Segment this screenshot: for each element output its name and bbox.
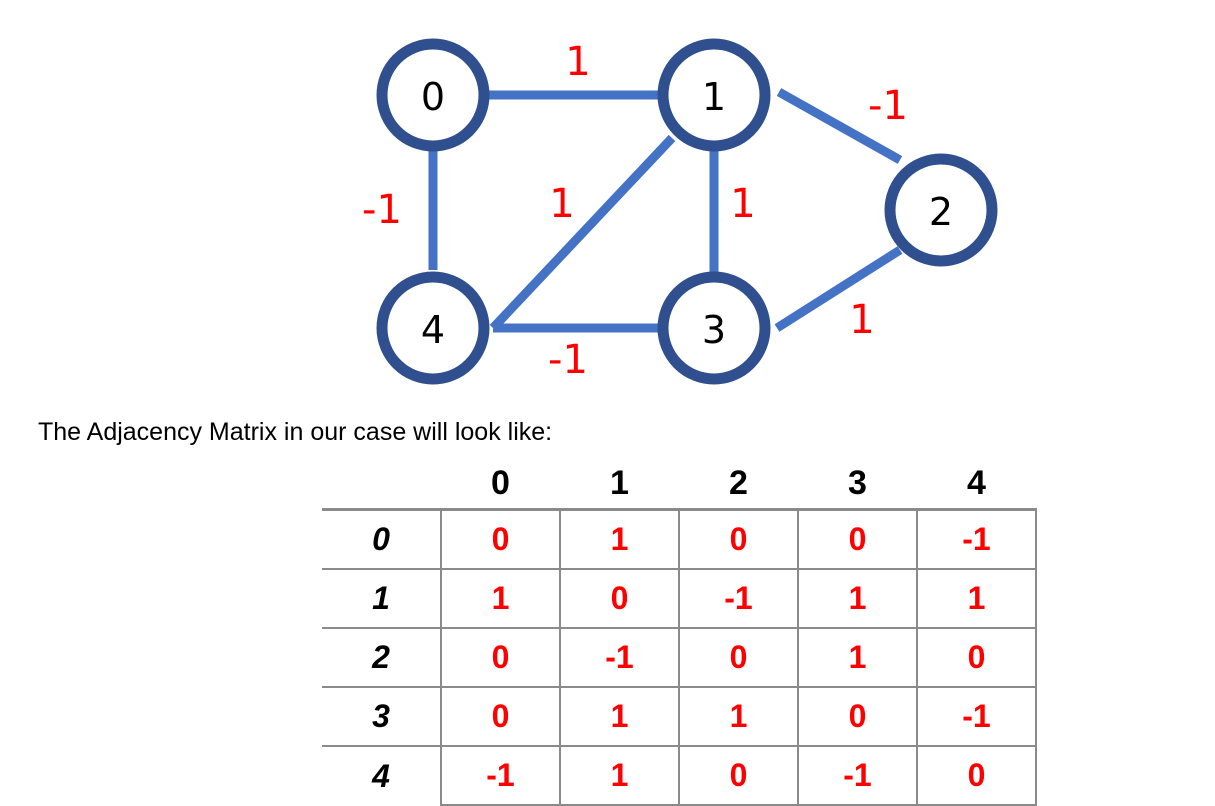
- matrix-row: 2 0 -1 0 1 0: [322, 627, 1037, 688]
- matrix-cell: 0: [559, 568, 680, 629]
- node-label: 2: [929, 190, 953, 234]
- matrix-cell: 0: [916, 745, 1037, 806]
- column-header: 4: [967, 463, 986, 502]
- node-label: 0: [421, 75, 445, 119]
- matrix-row: 3 0 1 1 0 -1: [322, 686, 1037, 747]
- matrix-cell: -1: [916, 508, 1037, 570]
- adjacency-matrix: 0 1 2 3 4 0 0 1 0 0 -1 1 1 0 -1 1 1 2 0 …: [322, 458, 1037, 806]
- column-header: 2: [729, 463, 748, 502]
- matrix-cell: 0: [440, 508, 561, 570]
- matrix-cell: -1: [678, 568, 799, 629]
- matrix-cell: 0: [440, 627, 561, 688]
- node-4: 4: [376, 271, 490, 385]
- matrix-cell: 0: [797, 686, 918, 747]
- matrix-cell: 1: [916, 568, 1037, 629]
- matrix-cell: -1: [797, 745, 918, 806]
- matrix-row: 0 0 1 0 0 -1: [322, 508, 1037, 570]
- edge-weight-label: 1: [549, 181, 574, 227]
- matrix-cell: -1: [559, 627, 680, 688]
- edge-3-2: [774, 246, 903, 332]
- matrix-cell: 0: [916, 627, 1037, 688]
- node-circle: [376, 38, 490, 152]
- row-header: 4: [322, 745, 441, 805]
- node-label: 3: [702, 308, 726, 352]
- matrix-caption: The Adjacency Matrix in our case will lo…: [38, 418, 553, 446]
- node-circle: [376, 271, 490, 385]
- edge-weight-label: -1: [868, 83, 908, 129]
- node-circle: [657, 271, 771, 385]
- row-header: 3: [322, 686, 441, 746]
- matrix-cell: 0: [440, 686, 561, 747]
- edge-weight-label: 1: [730, 181, 755, 227]
- node-circle: [657, 38, 771, 152]
- node-3: 3: [657, 271, 771, 385]
- row-header: 1: [322, 568, 441, 628]
- edge-weight-label: 1: [849, 297, 874, 343]
- edge-weight-label: -1: [548, 337, 588, 383]
- column-header: 1: [610, 463, 629, 502]
- column-header: 0: [491, 463, 510, 502]
- matrix-cell: 1: [797, 627, 918, 688]
- node-2: 2: [884, 153, 998, 267]
- matrix-cell: 0: [678, 745, 799, 806]
- node-circle: [884, 153, 998, 267]
- matrix-corner: [322, 458, 441, 510]
- matrix-cell: -1: [440, 745, 561, 806]
- node-0: 0: [376, 38, 490, 152]
- matrix-cell: 1: [559, 508, 680, 570]
- row-header: 2: [322, 627, 441, 687]
- edge-4-1: [489, 134, 676, 332]
- node-label: 4: [421, 308, 445, 352]
- matrix-cell: 0: [797, 508, 918, 570]
- matrix-row: 1 1 0 -1 1 1: [322, 568, 1037, 629]
- node-1: 1: [657, 38, 771, 152]
- matrix-cell: -1: [916, 686, 1037, 747]
- graph-diagram: 1 -1 -1 1 1 1 -1 0 1 2 3 4: [362, 38, 998, 385]
- matrix-cell: 0: [678, 508, 799, 570]
- row-header: 0: [322, 508, 441, 569]
- matrix-row: 4 -1 1 0 -1 0: [322, 745, 1037, 806]
- matrix-cell: 1: [559, 686, 680, 747]
- matrix-cell: 1: [440, 568, 561, 629]
- matrix-cell: 0: [678, 627, 799, 688]
- edge-weight-label: -1: [362, 187, 402, 233]
- matrix-cell: 1: [797, 568, 918, 629]
- node-label: 1: [702, 75, 726, 119]
- matrix-cell: 1: [559, 745, 680, 806]
- edge-1-2: [776, 88, 903, 164]
- column-header-row: 0 1 2 3 4: [322, 458, 1036, 510]
- matrix-cell: 1: [678, 686, 799, 747]
- column-header: 3: [848, 463, 867, 502]
- edge-weight-label: 1: [565, 39, 590, 85]
